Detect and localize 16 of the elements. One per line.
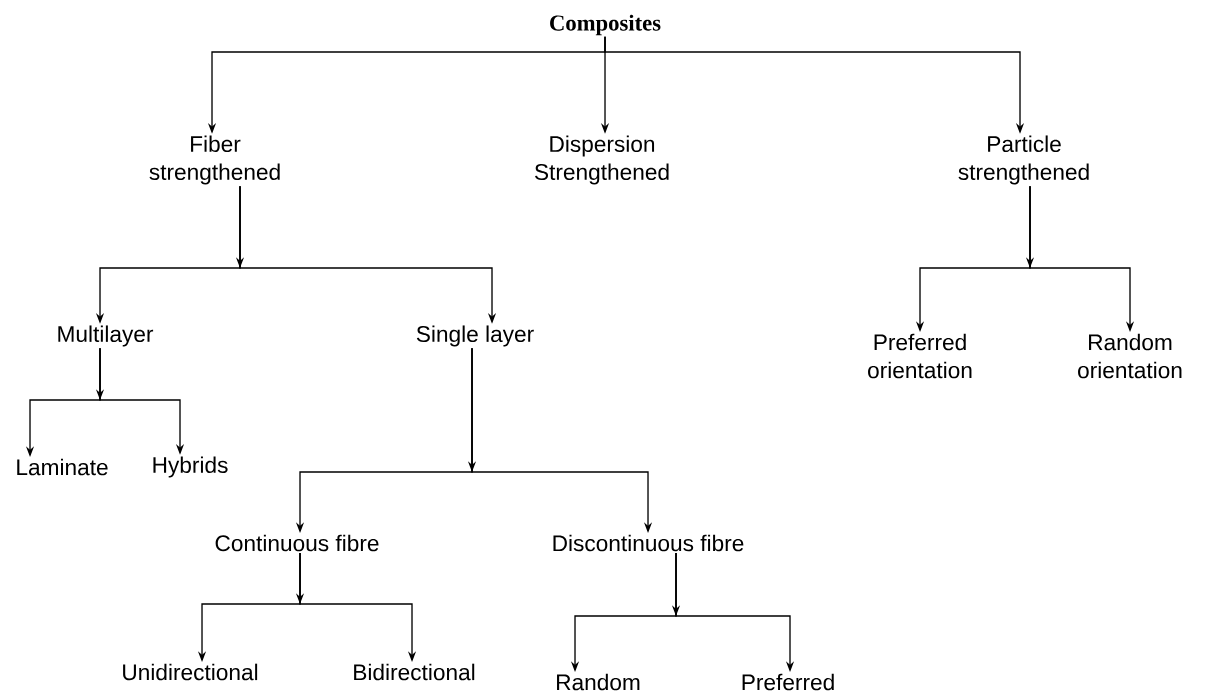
category-label: Preferred orientation xyxy=(868,333,972,379)
category-label: Random xyxy=(557,673,640,691)
category-label: Random orientation xyxy=(1078,333,1182,379)
category-label: Composites xyxy=(550,14,661,36)
category-label: Discontinuous fibre xyxy=(553,534,744,552)
category-label: Dispersion Strengthened xyxy=(535,135,669,185)
category-label: Multilayer xyxy=(58,325,154,347)
category-label: Hybrids xyxy=(153,456,228,478)
category-label: Fiber strengthened xyxy=(149,135,280,185)
category-label: Unidirectional xyxy=(123,663,258,681)
category-label: Bidirectional xyxy=(354,663,475,681)
category-label: Preferred xyxy=(742,673,834,691)
category-label: Single layer xyxy=(416,325,534,347)
category-label: Laminate xyxy=(17,458,108,476)
category-label: Continuous fibre xyxy=(215,534,379,552)
category-label: Particle strengthened xyxy=(958,135,1089,185)
